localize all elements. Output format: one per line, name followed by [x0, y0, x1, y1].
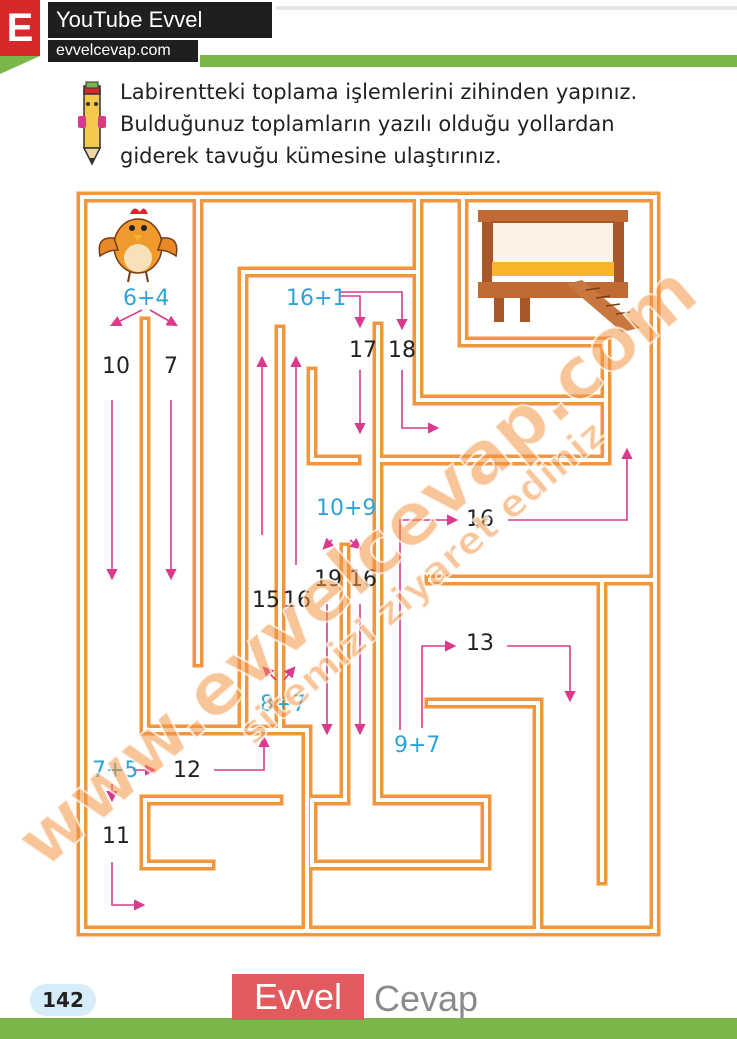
- hen-illustration: [98, 208, 178, 283]
- instruction-line-3: giderek tavuğu kümesine ulaştırınız.: [120, 144, 502, 168]
- footer-green-stripe: [0, 1018, 737, 1039]
- header-green-stripe: [200, 55, 737, 67]
- path-number-18: 18: [388, 338, 416, 363]
- maze-arrows: [106, 291, 633, 911]
- coop-illustration: [478, 210, 640, 332]
- path-number-16-center: 16: [349, 567, 377, 592]
- path-number-10: 10: [102, 354, 130, 379]
- header-bar: E YouTube Evvel Cevap evvelcevap.com: [0, 0, 737, 75]
- path-number-17: 17: [349, 338, 377, 363]
- footer-brand-cevap: Cevap: [374, 978, 479, 1019]
- brand-logo-corner: [0, 56, 40, 74]
- path-number-12: 12: [173, 758, 201, 783]
- footer-brand-evvel: Evvel: [232, 974, 364, 1020]
- path-number-11: 11: [102, 824, 130, 849]
- op-16-plus-1: 16+1: [286, 286, 347, 311]
- op-7-plus-5: 7+5: [92, 758, 139, 783]
- page-number: 142: [30, 984, 96, 1016]
- op-8-plus-7: 8+7: [260, 692, 307, 717]
- youtube-channel-label[interactable]: YouTube Evvel Cevap: [48, 2, 272, 68]
- path-number-15: 15: [252, 588, 280, 613]
- path-number-16-left: 16: [283, 588, 311, 613]
- path-number-13: 13: [466, 631, 494, 656]
- path-number-7: 7: [164, 354, 178, 379]
- op-6-plus-4: 6+4: [123, 286, 170, 311]
- brand-logo[interactable]: E: [0, 0, 40, 56]
- site-url[interactable]: evvelcevap.com: [48, 40, 198, 62]
- instruction-line-2: Bulduğunuz toplamların yazılı olduğu yol…: [120, 112, 615, 136]
- op-9-plus-7: 9+7: [394, 733, 441, 758]
- header-divider: [276, 6, 737, 10]
- pencil-icon: [78, 81, 106, 166]
- op-10-plus-9: 10+9: [316, 496, 377, 521]
- path-number-16-right: 16: [466, 507, 494, 532]
- instruction-line-1: Labirentteki toplama işlemlerini zihinde…: [120, 80, 638, 104]
- instructions: Labirentteki toplama işlemlerini zihinde…: [120, 76, 640, 172]
- maze-walls: [76, 191, 661, 937]
- path-number-19: 19: [314, 567, 342, 592]
